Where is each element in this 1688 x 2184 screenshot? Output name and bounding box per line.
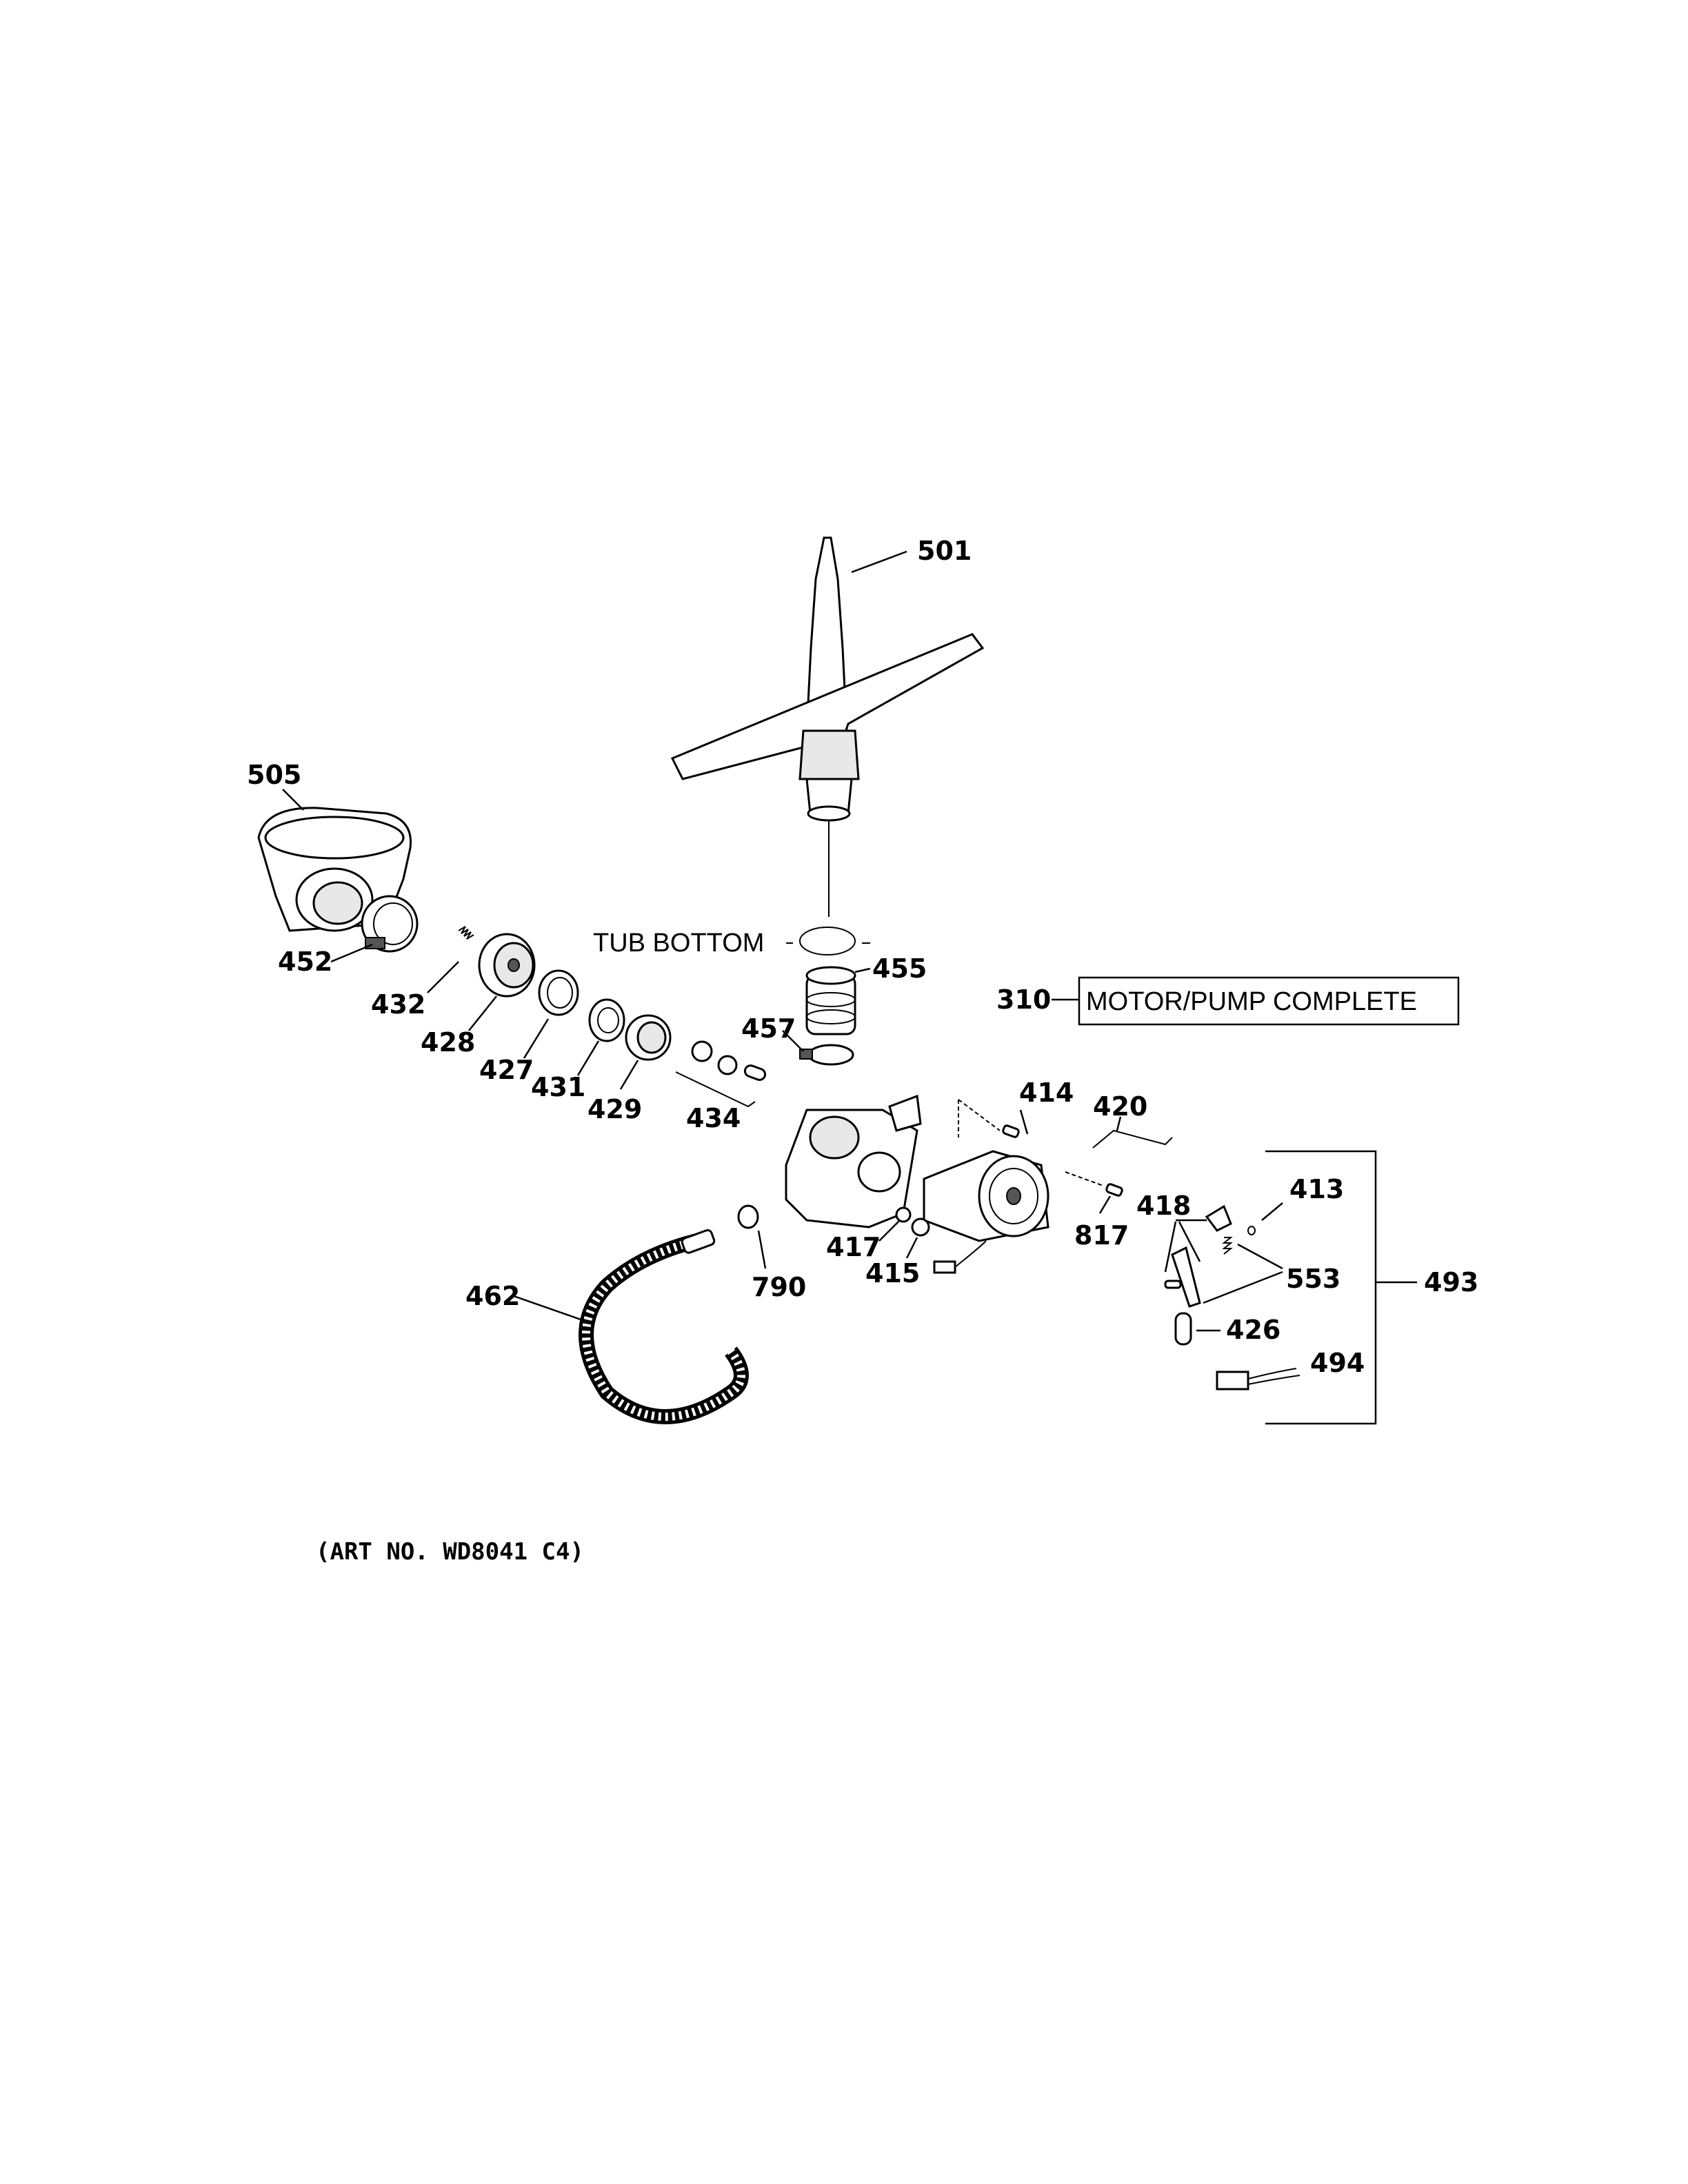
fittings-part <box>691 1040 767 1081</box>
bolt-part <box>1105 1183 1123 1197</box>
callout-428: 428 <box>421 1027 475 1058</box>
motor-pump-box <box>1078 976 1460 1026</box>
callout-420: 420 <box>1093 1091 1147 1122</box>
nut-part <box>911 1217 930 1237</box>
lever-part <box>1171 1246 1201 1308</box>
callout-417: 417 <box>826 1232 881 1262</box>
callout-501: 501 <box>917 536 972 566</box>
callout-455: 455 <box>872 953 927 984</box>
hose-part <box>579 1228 749 1424</box>
lock-ring-part <box>588 998 625 1042</box>
callout-817: 817 <box>1074 1220 1129 1251</box>
callout-310: 310 <box>996 984 1051 1015</box>
switch-part <box>1216 1368 1300 1391</box>
pump-housing-part <box>785 1094 922 1228</box>
callout-426: 426 <box>1226 1315 1280 1345</box>
sensor-part <box>1174 1312 1192 1346</box>
callout-427: 427 <box>479 1055 534 1085</box>
callout-457: 457 <box>741 1013 796 1044</box>
sump-housing-part <box>257 807 412 932</box>
impeller-part <box>478 933 536 998</box>
callout-434: 434 <box>686 1103 741 1133</box>
clip-part <box>1247 1226 1256 1235</box>
rod-part <box>1092 1129 1173 1149</box>
seal-part <box>805 966 856 1035</box>
callout-462: 462 <box>465 1281 520 1311</box>
callout-414: 414 <box>1019 1078 1074 1108</box>
screw-part <box>1002 1124 1020 1138</box>
washer-part <box>895 1206 912 1223</box>
motor-connector-part <box>933 1260 956 1274</box>
callout-429: 429 <box>587 1094 642 1124</box>
fitting-part <box>737 1204 759 1229</box>
callout-431: 431 <box>531 1072 585 1102</box>
bracket-part <box>1205 1204 1232 1232</box>
art-number: (ART NO. WD8041 C4) <box>316 1538 584 1566</box>
callout-418: 418 <box>1136 1191 1191 1221</box>
spring-actuator-part <box>1222 1237 1233 1255</box>
leader-501 <box>851 550 907 574</box>
callout-790: 790 <box>752 1272 806 1302</box>
callout-553: 553 <box>1286 1264 1340 1294</box>
callout-452: 452 <box>278 947 332 977</box>
tub-bottom-label: TUB BOTTOM <box>593 929 764 958</box>
callout-505: 505 <box>247 760 301 790</box>
callout-432: 432 <box>371 989 425 1020</box>
callout-494: 494 <box>1310 1348 1365 1378</box>
spray-arm-part <box>670 536 985 917</box>
group-bracket-493 <box>1265 1150 1377 1425</box>
motor-part <box>923 1150 1049 1242</box>
clamp-part <box>807 1044 854 1066</box>
callout-413: 413 <box>1289 1174 1344 1204</box>
callout-493: 493 <box>1424 1267 1478 1297</box>
spring-part <box>458 926 474 940</box>
callout-415: 415 <box>865 1258 920 1288</box>
pin-part <box>1164 1280 1182 1289</box>
tub-gasket <box>799 927 856 956</box>
motor-pump-label: MOTOR/PUMP COMPLETE <box>1086 987 1417 1016</box>
